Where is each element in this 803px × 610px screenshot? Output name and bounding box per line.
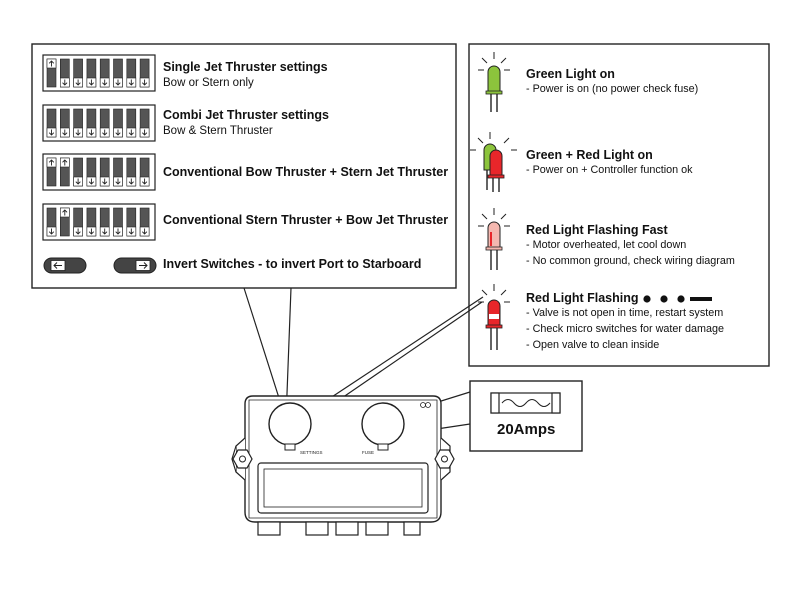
dip-switch-3-2 bbox=[59, 157, 70, 187]
dip-switch-blocks bbox=[42, 54, 156, 241]
green-red-light-title: Green + Red Light on bbox=[526, 148, 653, 162]
dip-switch-1-1 bbox=[46, 58, 57, 88]
setting-2-title: Combi Jet Thruster settings bbox=[163, 108, 329, 122]
red-flashing-fast-led-icon bbox=[478, 208, 510, 270]
red-flash-line-3: - Open valve to clean inside bbox=[526, 339, 660, 351]
red-flash-title: Red Light Flashing bbox=[526, 291, 639, 305]
dip-switch-4-7 bbox=[126, 207, 137, 237]
green-red-light-line-1: - Power on + Controller function ok bbox=[526, 164, 693, 176]
setting-1-title: Single Jet Thruster settings bbox=[163, 60, 328, 74]
dip-switch-4-2 bbox=[59, 207, 70, 237]
dip-switch-3-6 bbox=[113, 157, 123, 187]
dip-switch-1-5 bbox=[99, 58, 110, 88]
dip-switch-1-2 bbox=[59, 58, 70, 88]
device-settings-label: SETTINGS bbox=[300, 450, 323, 455]
flash-pattern-icon bbox=[643, 295, 712, 303]
device-fuse-label: FUSE bbox=[362, 450, 374, 455]
dip-switch-4-5 bbox=[99, 207, 110, 237]
dip-switch-4-8 bbox=[139, 207, 150, 237]
dip-switch-1-6 bbox=[113, 58, 123, 88]
dip-switch-block-4 bbox=[42, 203, 156, 241]
dip-switch-2-8 bbox=[139, 108, 150, 138]
dip-switch-block-3 bbox=[42, 153, 156, 191]
dip-switch-1-7 bbox=[126, 58, 137, 88]
dip-switch-2-3 bbox=[73, 108, 83, 138]
controller-device bbox=[231, 395, 455, 536]
green-led-icon bbox=[478, 52, 510, 112]
dip-switch-4-1 bbox=[46, 207, 57, 237]
dip-switch-4-4 bbox=[86, 207, 97, 237]
dip-switch-3-3 bbox=[73, 157, 83, 187]
invert-switch-right bbox=[113, 257, 157, 274]
dip-switch-3-1 bbox=[46, 157, 57, 187]
fuse-panel bbox=[469, 380, 583, 452]
dip-switch-4-3 bbox=[73, 207, 83, 237]
fuse-icon bbox=[490, 392, 561, 414]
dip-switch-2-1 bbox=[46, 108, 57, 138]
dip-switch-1-8 bbox=[139, 58, 150, 88]
green-light-line-1: - Power is on (no power check fuse) bbox=[526, 83, 699, 95]
setting-4-title: Conventional Stern Thruster + Bow Jet Th… bbox=[163, 213, 449, 227]
dip-switch-2-4 bbox=[86, 108, 97, 138]
red-fast-line-1: - Motor overheated, let cool down bbox=[526, 239, 687, 251]
red-flashing-led-icon bbox=[478, 284, 510, 350]
dip-switch-3-4 bbox=[86, 157, 97, 187]
dip-switch-1-3 bbox=[73, 58, 83, 88]
dip-switch-3-8 bbox=[139, 157, 150, 187]
red-flash-line-2: - Check micro switches for water damage bbox=[526, 323, 725, 335]
red-fast-title: Red Light Flashing Fast bbox=[526, 223, 668, 237]
green-red-led-icon bbox=[470, 132, 517, 192]
dip-switch-block-1 bbox=[42, 54, 156, 92]
invert-switches-title: Invert Switches - to invert Port to Star… bbox=[163, 257, 422, 271]
dip-switch-4-6 bbox=[113, 207, 123, 237]
green-light-title: Green Light on bbox=[526, 67, 615, 81]
dip-switch-1-4 bbox=[86, 58, 97, 88]
dip-switch-3-7 bbox=[126, 157, 137, 187]
red-fast-line-2: - No common ground, check wiring diagram bbox=[526, 255, 735, 267]
dip-switch-2-7 bbox=[126, 108, 137, 138]
dip-switch-2-5 bbox=[99, 108, 110, 138]
fuse-rating-label: 20Amps bbox=[497, 421, 556, 438]
setting-1-subtitle: Bow or Stern only bbox=[163, 77, 254, 89]
dip-switch-block-2 bbox=[42, 104, 156, 142]
status-light-panel bbox=[468, 43, 770, 367]
dip-switch-2-2 bbox=[59, 108, 70, 138]
setting-3-title: Conventional Bow Thruster + Stern Jet Th… bbox=[163, 165, 449, 179]
invert-switch-left bbox=[43, 257, 87, 274]
dip-switch-3-5 bbox=[99, 157, 110, 187]
setting-2-subtitle: Bow & Stern Thruster bbox=[163, 125, 273, 137]
red-flash-line-1: - Valve is not open in time, restart sys… bbox=[526, 307, 724, 319]
dip-switch-2-6 bbox=[113, 108, 123, 138]
